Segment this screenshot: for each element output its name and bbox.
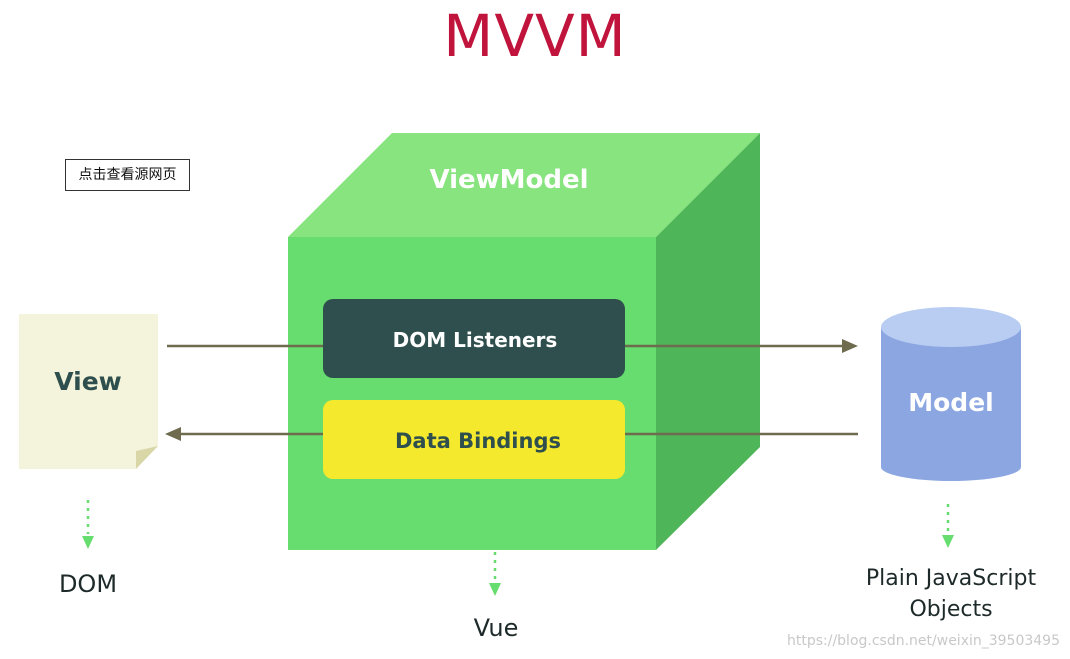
vue-sublabel: Vue: [474, 614, 519, 642]
cube-top-face: [288, 133, 760, 237]
dom-listeners-label: DOM Listeners: [393, 328, 558, 352]
cube-front-face: [288, 237, 656, 550]
model-label: Model: [908, 388, 993, 417]
dom-sublabel: DOM: [59, 570, 117, 598]
model-sublabel-line2: Objects: [909, 597, 992, 622]
cube-side-face: [656, 133, 760, 550]
viewmodel-cube: ViewModel: [288, 133, 760, 550]
data-bindings-box: [323, 400, 625, 479]
page-title: MVVM: [443, 2, 627, 70]
watermark-text: https://blog.csdn.net/weixin_39503495: [786, 633, 1060, 649]
model-sublabel-line1: Plain JavaScript: [866, 566, 1037, 591]
data-bindings-label: Data Bindings: [395, 429, 561, 453]
model-down-dotted-arrow: [942, 504, 954, 548]
dom-listeners-box: [323, 299, 625, 378]
view-paper: [19, 314, 158, 469]
viewmodel-label: ViewModel: [429, 165, 588, 195]
vue-down-dotted-arrow: [489, 552, 501, 596]
model-cylinder: [881, 307, 1021, 481]
view-label: View: [54, 367, 122, 396]
view-down-dotted-arrow: [82, 500, 94, 549]
view-source-link[interactable]: 点击查看源网页: [65, 159, 190, 191]
